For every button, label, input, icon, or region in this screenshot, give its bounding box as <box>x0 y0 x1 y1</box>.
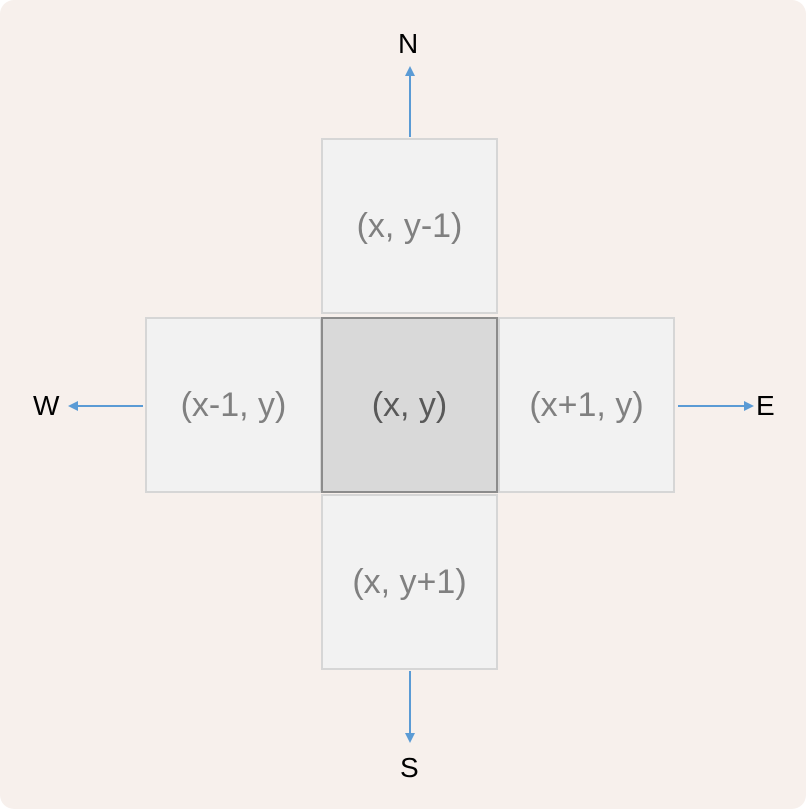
label-east: E <box>756 390 775 421</box>
cell-west: (x-1, y) <box>145 317 322 493</box>
cell-east: (x+1, y) <box>498 317 675 493</box>
cell-center: (x, y) <box>321 317 498 493</box>
cell-north: (x, y-1) <box>321 138 498 314</box>
label-west: W <box>33 390 60 421</box>
label-south: S <box>400 752 419 783</box>
label-north: N <box>398 28 419 59</box>
cell-south: (x, y+1) <box>321 494 498 670</box>
